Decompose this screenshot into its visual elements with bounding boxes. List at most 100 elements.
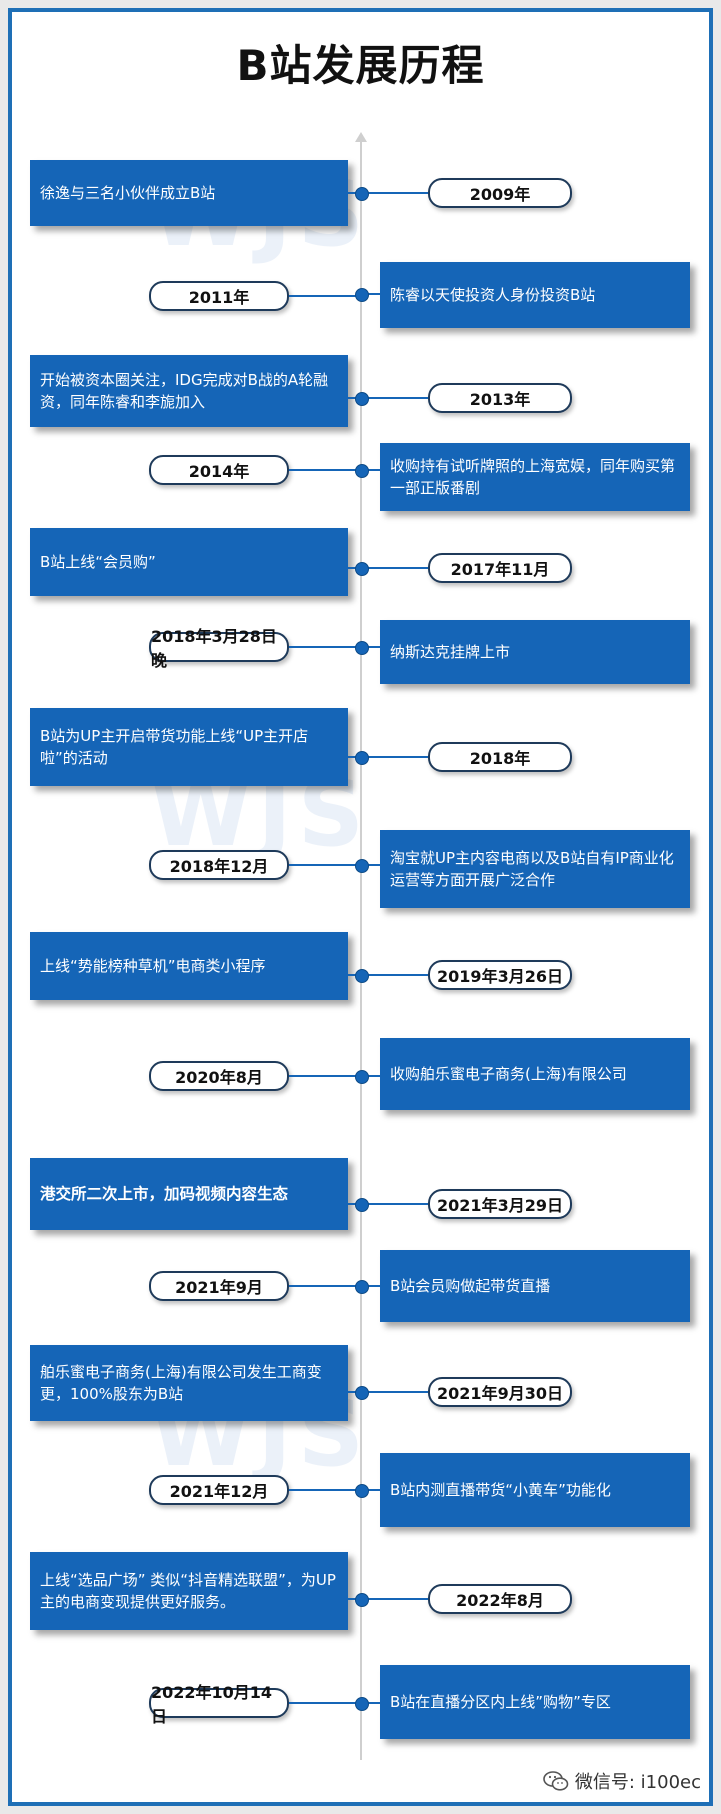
event-text: B站为UP主开启带货功能上线“UP主开店啦”的活动	[40, 727, 309, 767]
connector-line	[361, 469, 380, 471]
event-date: 2014年	[149, 455, 289, 485]
event-text: 徐逸与三名小伙伴成立B站	[40, 184, 216, 202]
event-box: B站会员购做起带货直播	[380, 1250, 690, 1322]
connector-line	[289, 1489, 361, 1491]
timeline-dot	[355, 562, 369, 576]
timeline-arrow	[355, 132, 367, 142]
connector-line	[289, 469, 361, 471]
event-box: 徐逸与三名小伙伴成立B站	[30, 160, 348, 226]
timeline-dot	[355, 1593, 369, 1607]
event-date: 2018年12月	[149, 850, 289, 880]
event-box: 淘宝就UP主内容电商以及B站自有IP商业化运营等方面开展广泛合作	[380, 830, 690, 908]
event-date: 2021年12月	[149, 1475, 289, 1505]
event-date: 2021年3月29日	[428, 1189, 572, 1219]
footer: 微信号: i100ec	[543, 1768, 701, 1794]
event-text: 舶乐蜜电子商务(上海)有限公司发生工商变更，100%股东为B站	[40, 1363, 322, 1403]
connector-line	[361, 864, 380, 866]
connector-line	[289, 646, 361, 648]
connector-line	[361, 1598, 428, 1600]
connector-line	[289, 1285, 361, 1287]
event-date: 2017年11月	[428, 553, 572, 583]
event-box: B站上线“会员购”	[30, 528, 348, 596]
connector-line	[348, 192, 361, 194]
timeline-dot	[355, 1386, 369, 1400]
connector-line	[361, 756, 428, 758]
connector-line	[348, 1391, 361, 1393]
event-date: 2011年	[149, 281, 289, 311]
connector-line	[361, 567, 428, 569]
timeline-dot	[355, 392, 369, 406]
event-box: 上线“势能榜种草机”电商类小程序	[30, 932, 348, 1000]
connector-line	[289, 295, 361, 297]
timeline-dot	[355, 464, 369, 478]
event-text: 港交所二次上市，加码视频内容生态	[40, 1185, 289, 1203]
timeline-dot	[355, 1070, 369, 1084]
connector-line	[348, 756, 361, 758]
event-text: B站会员购做起带货直播	[390, 1277, 551, 1295]
connector-line	[361, 646, 380, 648]
event-date: 2019年3月26日	[428, 960, 572, 990]
wechat-icon	[543, 1770, 569, 1792]
timeline-dot	[355, 859, 369, 873]
connector-line	[361, 1203, 428, 1205]
connector-line	[289, 1702, 361, 1704]
event-text: B站内测直播带货“小黄车”功能化	[390, 1481, 611, 1499]
event-date: 2020年8月	[149, 1061, 289, 1091]
event-text: 纳斯达克挂牌上市	[390, 643, 511, 661]
timeline-dot	[355, 1198, 369, 1212]
event-text: 陈睿以天使投资人身份投资B站	[390, 286, 596, 304]
connector-line	[361, 1702, 380, 1704]
page-title: B站发展历程	[236, 41, 485, 90]
timeline-dot	[355, 1484, 369, 1498]
timeline-dot	[355, 1697, 369, 1711]
event-box: 上线“选品广场” 类似“抖音精选联盟”，为UP主的电商变现提供更好服务。	[30, 1552, 348, 1630]
connector-line	[361, 1075, 380, 1077]
connector-line	[361, 293, 380, 295]
event-text: 收购舶乐蜜电子商务(上海)有限公司	[390, 1065, 627, 1083]
timeline-dot	[355, 969, 369, 983]
event-date: 2013年	[428, 383, 572, 413]
event-text: B站上线“会员购”	[40, 553, 156, 571]
connector-line	[348, 1598, 361, 1600]
event-date: 2018年	[428, 742, 572, 772]
event-date: 2022年10月14日	[149, 1683, 289, 1726]
footer-label: 微信号: i100ec	[574, 1772, 701, 1793]
timeline-dot	[355, 187, 369, 201]
event-date: 2021年9月	[149, 1271, 289, 1301]
event-box: B站为UP主开启带货功能上线“UP主开店啦”的活动	[30, 708, 348, 786]
event-box: 收购舶乐蜜电子商务(上海)有限公司	[380, 1038, 690, 1110]
timeline-dot	[355, 641, 369, 655]
event-box: 开始被资本圈关注，IDG完成对B战的A轮融资，同年陈睿和李旎加入	[30, 355, 348, 427]
event-text: 上线“势能榜种草机”电商类小程序	[40, 957, 266, 975]
connector-line	[361, 397, 428, 399]
event-text: B站在直播分区内上线”购物”专区	[390, 1693, 611, 1711]
timeline-axis	[360, 140, 362, 1760]
connector-line	[361, 1391, 428, 1393]
event-box: B站内测直播带货“小黄车”功能化	[380, 1453, 690, 1527]
event-text: 收购持有试听牌照的上海宽娱，同年购买第一部正版番剧	[390, 457, 676, 497]
event-text: 淘宝就UP主内容电商以及B站自有IP商业化运营等方面开展广泛合作	[390, 849, 674, 889]
connector-line	[361, 1285, 380, 1287]
event-text: 开始被资本圈关注，IDG完成对B战的A轮融资，同年陈睿和李旎加入	[40, 371, 329, 411]
event-box: 港交所二次上市，加码视频内容生态	[30, 1158, 348, 1230]
event-date: 2009年	[428, 178, 572, 208]
connector-line	[361, 192, 428, 194]
event-box: 陈睿以天使投资人身份投资B站	[380, 262, 690, 328]
timeline-dot	[355, 288, 369, 302]
connector-line	[361, 974, 428, 976]
connector-line	[348, 567, 361, 569]
event-box: 纳斯达克挂牌上市	[380, 620, 690, 684]
event-box: 收购持有试听牌照的上海宽娱，同年购买第一部正版番剧	[380, 443, 690, 511]
connector-line	[348, 397, 361, 399]
timeline-dot	[355, 1280, 369, 1294]
event-date: 2022年8月	[428, 1584, 572, 1614]
timeline-dot	[355, 751, 369, 765]
connector-line	[289, 1075, 361, 1077]
event-date: 2021年9月30日	[428, 1377, 572, 1407]
event-box: B站在直播分区内上线”购物”专区	[380, 1665, 690, 1739]
connector-line	[289, 864, 361, 866]
event-text: 上线“选品广场” 类似“抖音精选联盟”，为UP主的电商变现提供更好服务。	[40, 1571, 336, 1611]
event-box: 舶乐蜜电子商务(上海)有限公司发生工商变更，100%股东为B站	[30, 1345, 348, 1421]
connector-line	[348, 1203, 361, 1205]
event-date: 2018年3月28日晚	[149, 627, 289, 670]
